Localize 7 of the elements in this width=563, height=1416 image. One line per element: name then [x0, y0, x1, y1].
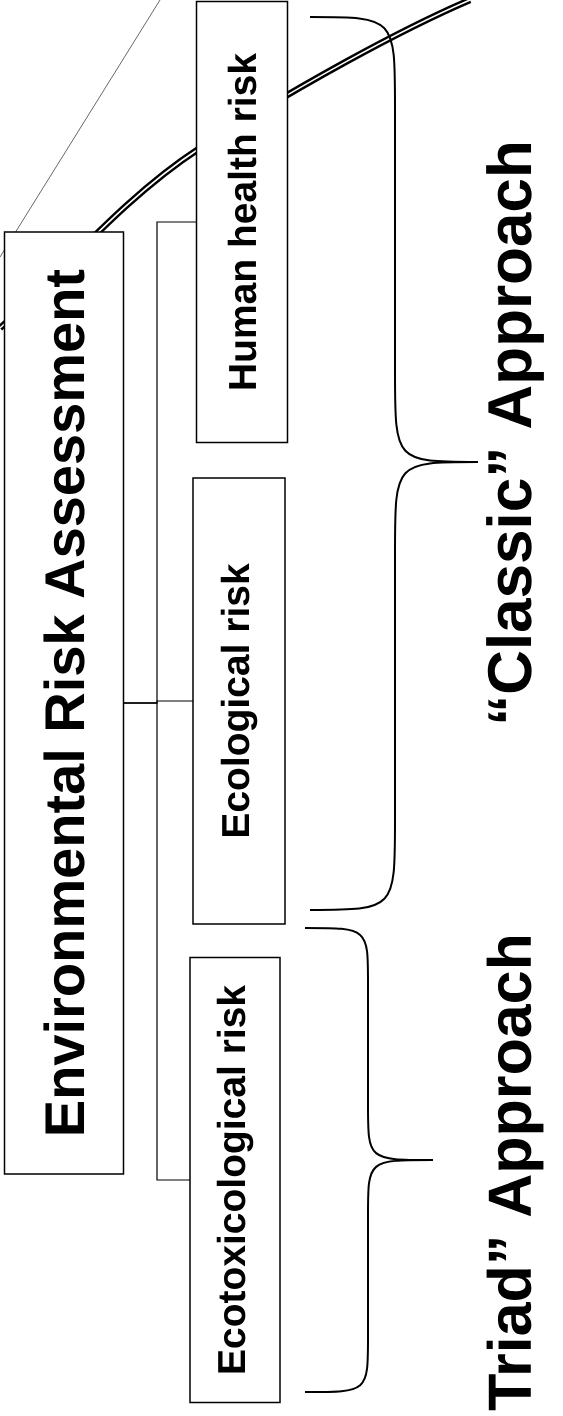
risk-box: Ecotoxicological risk	[189, 956, 281, 1404]
approach-label: “Classic” Approach	[486, 144, 544, 722]
risk-box: Ecological risk	[192, 477, 286, 925]
connector-line	[122, 702, 191, 1181]
title-box: Environmental Risk Assessment	[3, 231, 125, 1175]
approach-label: Triad” Approach	[486, 936, 544, 1411]
risk-box: Human health risk	[195, 0, 289, 444]
